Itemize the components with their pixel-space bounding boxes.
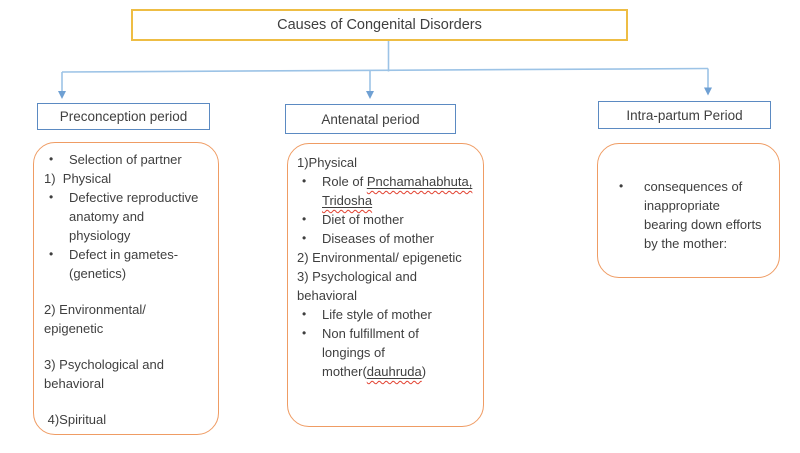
list-item-text: Selection of partner xyxy=(69,152,182,167)
list-item: • Non fulfillment of longings of mother(d… xyxy=(297,324,479,381)
blank-line xyxy=(44,338,214,355)
list-item: • Life style of mother xyxy=(297,305,479,324)
list-item-text: Diseases of mother xyxy=(322,231,434,246)
content-intrapartum: • consequences of inappropriate bearing d… xyxy=(597,143,780,278)
header-intrapartum: Intra-partum Period xyxy=(598,101,771,129)
list-item: 1) Physical xyxy=(44,169,214,188)
bullet-icon: • xyxy=(49,190,54,204)
list-item: • Diseases of mother xyxy=(297,229,479,248)
list-item: 4)Spiritual xyxy=(44,410,214,429)
list-item-text: Defect in gametes- (genetics) xyxy=(69,247,179,281)
list-item: 2) Environmental/ epigenetic xyxy=(44,300,214,338)
list-item-text: Role of Pnchamahabhuta, Tridosha xyxy=(322,174,473,208)
bullet-icon: • xyxy=(619,179,624,193)
misspelled-term: dauhruda xyxy=(366,364,422,379)
header-label: Antenatal period xyxy=(321,111,420,127)
list-item-text: 1)Physical xyxy=(297,155,357,170)
list-item-text: Defective reproductive anatomy and physi… xyxy=(69,190,199,243)
arrowhead-down-icon xyxy=(366,91,374,99)
bullet-icon: • xyxy=(302,212,307,226)
list-item: 3) Psychological and behavioral xyxy=(297,267,479,305)
list-item: • Diet of mother xyxy=(297,210,479,229)
bullet-icon: • xyxy=(302,174,307,188)
misspelled-term: Pnchamahabhuta, xyxy=(366,174,473,189)
arrowhead-down-icon xyxy=(704,87,712,96)
list-item: • Role of Pnchamahabhuta, Tridosha xyxy=(297,172,479,210)
blank-line xyxy=(44,283,214,300)
title-box: Causes of Congenital Disorders xyxy=(131,9,628,41)
list-item-text: 2) Environmental/ epigenetic xyxy=(297,250,462,265)
list-item: 3) Psychological and behavioral xyxy=(44,355,214,393)
header-antenatal: Antenatal period xyxy=(285,104,456,134)
arrowhead-down-icon xyxy=(58,91,66,99)
list-item: • Selection of partner xyxy=(44,150,214,169)
header-preconception: Preconception period xyxy=(37,103,210,130)
list-item: • Defective reproductive anatomy and phys… xyxy=(44,188,214,245)
list-item-text: 1) Physical xyxy=(44,171,112,186)
list-item-text: consequences of inappropriate bearing do… xyxy=(644,179,762,251)
list-item: 1)Physical xyxy=(297,153,479,172)
bullet-icon: • xyxy=(302,326,307,340)
bullet-icon: • xyxy=(302,307,307,321)
list-item-text: Non fulfillment of longings of mother(da… xyxy=(322,326,427,379)
bullet-icon: • xyxy=(49,247,54,261)
blank-line xyxy=(44,393,214,410)
list-item-text: 3) Psychological and behavioral xyxy=(297,269,417,303)
bullet-icon: • xyxy=(49,152,54,166)
list-item: • Defect in gametes- (genetics) xyxy=(44,245,214,283)
list-item: • consequences of inappropriate bearing d… xyxy=(614,177,773,253)
connector-horizontal xyxy=(61,67,709,73)
content-preconception: • Selection of partner 1) Physical • Defecti… xyxy=(33,142,219,435)
list-item-text: Diet of mother xyxy=(322,212,404,227)
header-label: Intra-partum Period xyxy=(626,107,743,123)
list-item-text: 3) Psychological and behavioral xyxy=(44,357,164,391)
list-item: 2) Environmental/ epigenetic xyxy=(297,248,479,267)
list-item-text: Life style of mother xyxy=(322,307,432,322)
list-item-text: 4)Spiritual xyxy=(44,412,107,427)
diagram-title: Causes of Congenital Disorders xyxy=(277,17,482,33)
bullet-icon: • xyxy=(302,231,307,245)
list-item-text: 2) Environmental/ epigenetic xyxy=(44,302,146,336)
header-label: Preconception period xyxy=(59,109,188,124)
misspelled-term: Tridosha xyxy=(322,193,373,208)
content-antenatal: 1)Physical • Role of Pnchamahabhuta, Trido… xyxy=(287,143,484,427)
